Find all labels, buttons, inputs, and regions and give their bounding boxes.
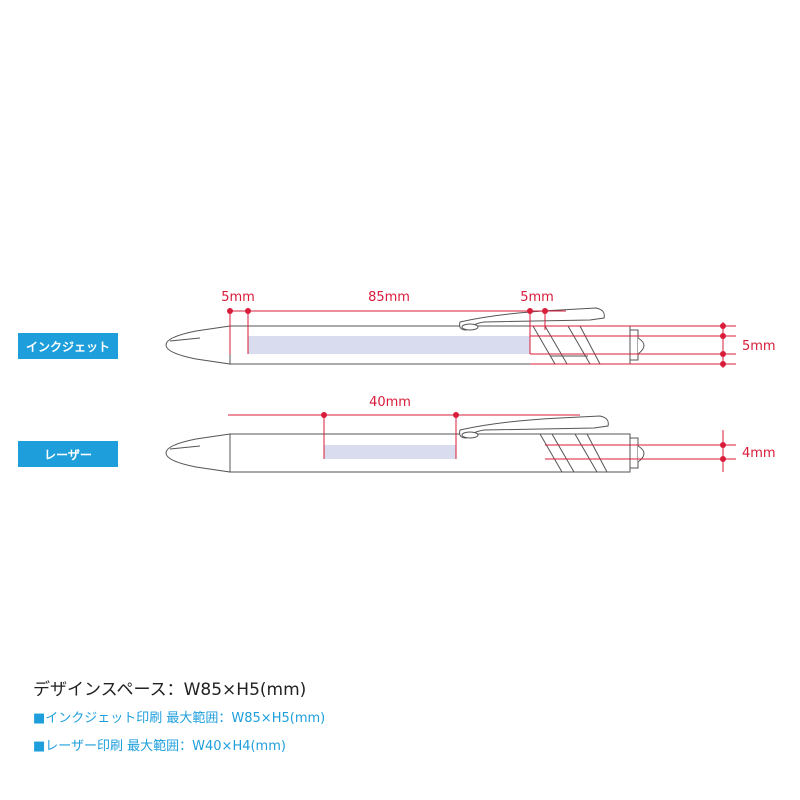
- inkjet-right-margin-label: 5mm: [520, 290, 554, 305]
- inkjet-pen-clip-stud: [461, 323, 479, 331]
- inkjet-method-label: インクジェット: [18, 333, 118, 359]
- inkjet-pen-grip-line-a: [532, 325, 556, 365]
- inkjet-pen-cap: [629, 329, 639, 361]
- inkjet-pen-knock: [637, 337, 645, 355]
- inkjet-width-label: 85mm: [368, 290, 410, 305]
- inkjet-dot-5: [720, 323, 726, 329]
- inkjet-pen-clip: [459, 307, 605, 331]
- laser-pen-cap: [629, 437, 639, 469]
- inkjet-dimension-dots: [227, 308, 726, 367]
- inkjet-height-label: 5mm: [742, 339, 776, 354]
- laser-method-label: レーザー: [18, 441, 118, 467]
- laser-range-note: ■レーザー印刷 最大範囲：W40×H4(mm): [33, 739, 286, 754]
- inkjet-dot-3: [527, 308, 533, 314]
- inkjet-left-margin-label: 5mm: [221, 290, 255, 305]
- laser-pen-clip-stud: [461, 431, 479, 439]
- inkjet-dot-7: [720, 351, 726, 357]
- inkjet-dot-6: [720, 333, 726, 339]
- inkjet-pen-grip-line-b: [544, 325, 568, 365]
- laser-pen-grip-line-a: [539, 433, 563, 473]
- inkjet-dimension-lines: [228, 310, 736, 368]
- laser-pen-grip-line-d: [586, 433, 608, 473]
- inkjet-dot-4: [542, 308, 548, 314]
- inkjet-dot-8: [720, 361, 726, 367]
- inkjet-pen-grip-line-d: [579, 325, 601, 365]
- laser-dot-2: [453, 412, 459, 418]
- laser-dot-3: [720, 442, 726, 448]
- inkjet-pen-tip: [165, 325, 231, 365]
- laser-height-label: 4mm: [742, 446, 776, 461]
- laser-pen-grip-line-c: [574, 433, 598, 473]
- laser-pen-tip: [165, 433, 231, 473]
- laser-dot-4: [720, 456, 726, 462]
- laser-dot-1: [321, 412, 327, 418]
- laser-pen-grip-line-b: [551, 433, 575, 473]
- inkjet-dot-1: [227, 308, 233, 314]
- laser-pen-clip: [459, 415, 609, 439]
- laser-width-label: 40mm: [369, 395, 411, 410]
- laser-method-label-text: レーザー: [44, 447, 92, 462]
- inkjet-dot-2: [245, 308, 251, 314]
- laser-pen-knock: [637, 445, 645, 463]
- inkjet-print-area: [248, 336, 530, 354]
- laser-pen: [165, 415, 645, 473]
- laser-dimension-dots: [321, 412, 726, 462]
- laser-print-area: [324, 445, 456, 459]
- inkjet-method-label-text: インクジェット: [25, 339, 110, 354]
- laser-pen-tip-line: [169, 445, 201, 450]
- inkjet-range-note: ■インクジェット印刷 最大範囲：W85×H5(mm): [33, 711, 326, 726]
- laser-dimension-lines: [228, 414, 736, 472]
- design-space-caption: デザインスペース：W85×H5(mm): [33, 680, 307, 700]
- inkjet-pen-tip-line: [169, 337, 201, 342]
- inkjet-pen-grip-line-c: [567, 325, 591, 365]
